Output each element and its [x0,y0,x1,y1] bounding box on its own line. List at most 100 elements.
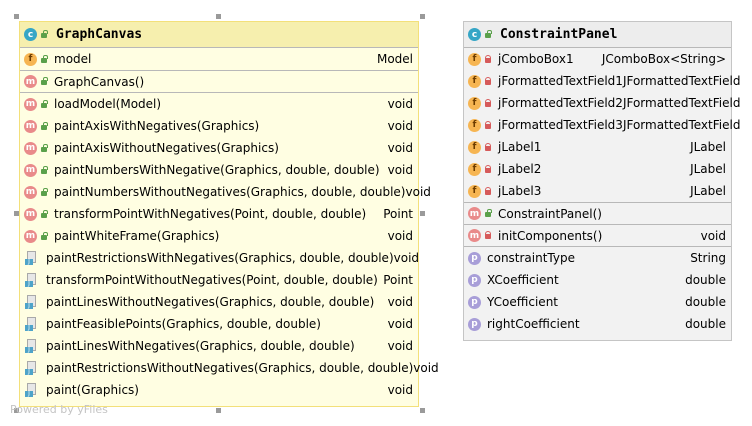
field-row[interactable]: f jLabel3 JLabel [464,180,731,202]
package-method-icon: J [24,272,40,288]
method-name: initComponents() [498,228,603,243]
method-row[interactable]: m loadModel(Model) void [20,93,418,115]
property-icon: p [468,251,481,265]
field-row[interactable]: f model Model [20,48,418,70]
property-row[interactable]: p constraintType String [464,247,731,269]
resize-handle-top-right[interactable] [420,14,425,19]
method-name: paintRestrictionsWithNegatives(Graphics,… [46,251,394,265]
method-name: paintRestrictionsWithoutNegatives(Graphi… [46,361,414,375]
field-name: jLabel1 [498,140,542,154]
method-row[interactable]: J paintRestrictionsWithoutNegatives(Grap… [20,357,439,379]
field-icon: f [468,52,481,66]
public-lock-icon [40,165,48,175]
class-icon: c [468,28,481,41]
method-row[interactable]: J paintLinesWithoutNegatives(Graphics, d… [20,291,418,313]
method-icon: m [24,185,37,199]
fields-section: f jComboBox1 JComboBox<String> f jFormat… [464,48,740,202]
field-name: jFormattedTextField3 [498,118,623,132]
method-type: void [387,229,413,243]
constructor-row[interactable]: m GraphCanvas() [20,70,418,92]
field-type: JLabel [690,184,726,198]
property-row[interactable]: p XCoefficient double [464,269,731,291]
method-row[interactable]: m paintNumbersWithoutNegatives(Graphics,… [20,181,431,203]
methods-section: m loadModel(Model) void m paintAxisWithN… [20,92,439,401]
method-row[interactable]: J transformPointWithoutNegatives(Point, … [20,269,418,291]
property-name: YCoefficient [487,295,559,309]
method-icon: m [24,141,37,155]
public-lock-icon [40,187,48,197]
method-icon: m [24,119,37,133]
package-method-icon: J [24,250,40,266]
package-method-icon: J [24,360,40,376]
method-name: paintFeasiblePoints(Graphics, double, do… [46,317,321,331]
method-name: transformPointWithNegatives(Point, doubl… [54,207,367,221]
resize-handle-mid-right[interactable] [420,211,425,216]
watermark: Powered by yFiles [10,403,108,416]
property-icon: p [468,317,481,331]
method-row[interactable]: m paintAxisWithoutNegatives(Graphics) vo… [20,137,418,159]
package-method-icon: J [24,316,40,332]
field-name: model [54,52,92,66]
field-type: JFormattedTextField [622,118,741,132]
method-icon: m [24,97,37,111]
field-icon: f [468,96,481,110]
method-type: Point [383,273,413,287]
method-row[interactable]: J paint(Graphics) void [20,379,418,401]
method-name: paintNumbersWithNegative(Graphics, doubl… [54,163,380,177]
method-row[interactable]: J paintLinesWithNegatives(Graphics, doub… [20,335,418,357]
graphcanvas-class-box[interactable]: c GraphCanvas f model Model m GraphCanva… [19,21,439,407]
method-type: void [387,339,413,353]
private-lock-icon [484,142,492,152]
resize-handle-bottom-right[interactable] [420,408,425,413]
method-row[interactable]: m initComponents() void [464,224,731,246]
field-row[interactable]: f jLabel1 JLabel [464,136,731,158]
method-name: paintAxisWithNegatives(Graphics) [54,119,260,133]
property-row[interactable]: p YCoefficient double [464,291,731,313]
field-row[interactable]: f jFormattedTextField1 JFormattedTextFie… [464,70,740,92]
resize-handle-top-left[interactable] [14,14,19,19]
public-lock-icon [40,77,48,86]
method-row[interactable]: m paintNumbersWithNegative(Graphics, dou… [20,159,418,181]
method-row[interactable]: J paintRestrictionsWithNegatives(Graphic… [20,247,419,269]
method-type: void [387,97,413,111]
method-row[interactable]: m paintAxisWithNegatives(Graphics) void [20,115,418,137]
field-name: jFormattedTextField1 [498,74,623,88]
property-name: XCoefficient [487,273,559,287]
method-type: void [387,141,413,155]
property-icon: p [468,273,481,287]
resize-handle-top-center[interactable] [216,14,221,19]
class-title: ConstraintPanel [500,27,618,42]
field-row[interactable]: f jFormattedTextField3 JFormattedTextFie… [464,114,740,136]
field-row[interactable]: f jFormattedTextField2 JFormattedTextFie… [464,92,740,114]
field-row[interactable]: f jLabel2 JLabel [464,158,731,180]
method-name: paint(Graphics) [46,383,139,397]
resize-handle-bottom-center[interactable] [216,408,221,413]
constructor-name: ConstraintPanel() [498,206,602,221]
field-icon: f [468,162,481,176]
resize-handle-bottom-left[interactable] [14,408,19,413]
graphcanvas-header: c GraphCanvas [20,22,418,48]
method-type: Point [383,207,413,221]
method-row[interactable]: m paintWhiteFrame(Graphics) void [20,225,418,247]
private-lock-icon [484,186,492,196]
method-row[interactable]: J paintFeasiblePoints(Graphics, double, … [20,313,418,335]
constructor-name: GraphCanvas() [54,74,145,89]
method-icon: m [24,229,37,243]
method-icon: m [24,75,37,88]
package-method-icon: J [24,382,40,398]
method-row[interactable]: m transformPointWithNegatives(Point, dou… [20,203,418,225]
constructor-row[interactable]: m ConstraintPanel() [464,202,731,224]
method-icon: m [24,163,37,177]
constraintpanel-class-box[interactable]: c ConstraintPanel f jComboBox1 JComboBox… [463,21,740,341]
method-icon: m [468,229,481,242]
method-icon: m [468,207,481,220]
field-name: jComboBox1 [498,52,574,66]
private-lock-icon [484,231,492,240]
field-icon: f [468,140,481,154]
property-row[interactable]: p rightCoefficient double [464,313,731,335]
method-name: loadModel(Model) [54,97,162,111]
resize-handle-mid-left[interactable] [14,211,19,216]
field-row[interactable]: f jComboBox1 JComboBox<String> [464,48,731,70]
property-type: double [685,317,726,331]
property-icon: p [468,295,481,309]
